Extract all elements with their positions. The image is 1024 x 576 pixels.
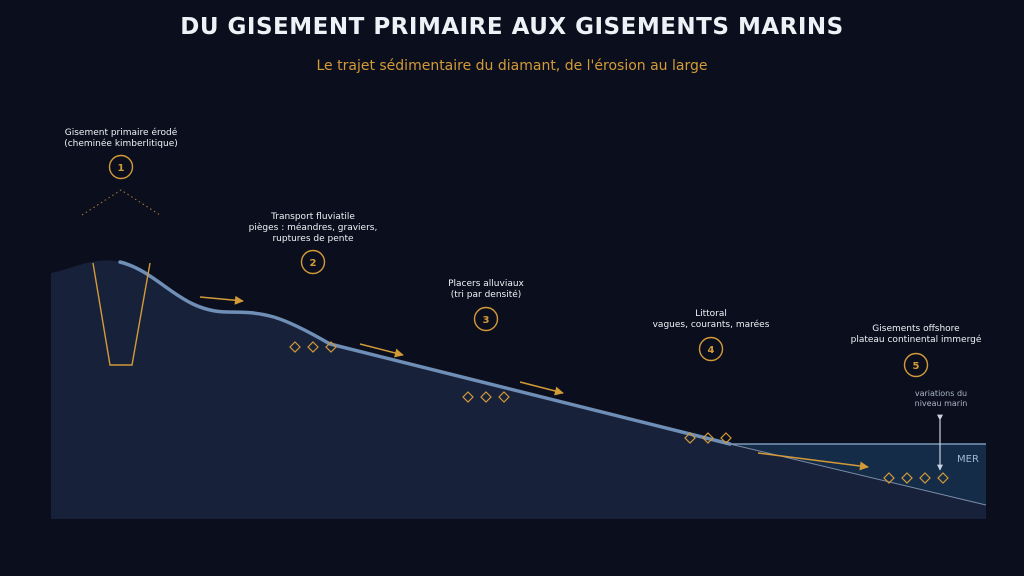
stage-label: plateau continental immergé [851, 334, 982, 345]
diamond-group [289, 341, 949, 484]
stage-number-badge [300, 249, 326, 275]
sea-label: MER [957, 454, 979, 465]
diamond-marker [720, 432, 732, 444]
stage-4: Littoral vagues, courants, marées 4 [653, 309, 770, 362]
eroded-cone-outline [81, 189, 161, 216]
diamond-marker [684, 432, 696, 444]
diamond-marker [919, 472, 931, 484]
flow-arrow [519, 381, 564, 396]
page-title: DU GISEMENT PRIMAIRE AUX GISEMENTS MARIN… [180, 14, 844, 40]
kimberlite-pipe [92, 262, 151, 366]
diamond-marker [702, 432, 714, 444]
flow-arrow [359, 343, 404, 358]
stage-label: Placers alluviaux [448, 279, 524, 289]
stage-number: 3 [483, 315, 490, 326]
stage-number: 5 [913, 361, 920, 372]
diamond-marker [289, 341, 301, 353]
diamond-marker [498, 391, 510, 403]
diamond-marker [307, 341, 319, 353]
stage-label: vagues, courants, marées [653, 319, 770, 330]
stage-3: Placers alluviaux (tri par densité) 3 [448, 279, 525, 332]
stage-label: Littoral [695, 309, 727, 319]
flow-arrow [199, 295, 244, 305]
stage-number: 1 [118, 163, 125, 174]
river-path [118, 260, 732, 446]
stage-label: pièges : méandres, graviers, [249, 222, 378, 233]
flow-arrow [757, 452, 869, 471]
sea-level-note: variations du [915, 389, 967, 398]
stage-label: Transport fluviatile [270, 212, 355, 222]
diamond-marker [901, 472, 913, 484]
diamond-marker [462, 391, 474, 403]
stage-number-badge [903, 352, 929, 378]
stage-number: 2 [310, 258, 317, 269]
stage-2: Transport fluviatile pièges : méandres, … [249, 212, 378, 275]
stage-number: 4 [708, 345, 715, 356]
stage-label: (cheminée kimberlitique) [64, 138, 178, 149]
sea-level-note: niveau marin [915, 399, 968, 408]
stage-label: Gisement primaire érodé [65, 127, 178, 138]
diamond-marker [480, 391, 492, 403]
stage-label: ruptures de pente [272, 234, 354, 244]
page-subtitle: Le trajet sédimentaire du diamant, de l'… [316, 58, 708, 74]
stage-number-badge [108, 154, 134, 180]
stage-1: Gisement primaire érodé (cheminée kimber… [64, 127, 178, 180]
stage-number-badge [698, 336, 724, 362]
stage-label: Gisements offshore [872, 324, 960, 334]
terrain-profile [51, 260, 986, 519]
stage-5: Gisements offshore plateau continental i… [851, 324, 982, 378]
diamond-marker [937, 472, 949, 484]
diamond-marker [325, 341, 337, 353]
diamond-marker [883, 472, 895, 484]
stage-label: (tri par densité) [451, 289, 522, 300]
stage-number-badge [473, 306, 499, 332]
